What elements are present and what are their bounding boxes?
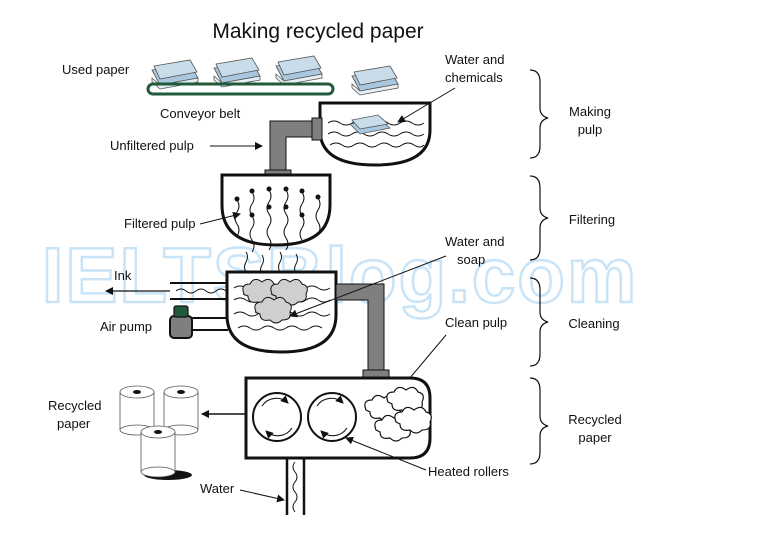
label-unfiltered-pulp: Unfiltered pulp [110,138,194,153]
paper-roll-3 [140,425,176,478]
brace-making-pulp [529,69,549,159]
used-paper-stacks [151,55,399,96]
label-water: Water [200,481,235,496]
label-ink: Ink [114,268,132,283]
diagram-title: Making recycled paper [212,20,423,43]
label-recycled-paper-line1: Recycled [48,398,101,413]
roller-2 [307,392,357,442]
roller-1 [252,392,302,442]
paper-stack-1 [151,59,199,90]
air-pump-valve [173,305,189,318]
stage-cleaning: Cleaning [568,316,619,331]
filter-beads [234,186,321,218]
stage-recycled-paper-line1: Recycled [568,412,621,427]
clean-pulp-pipe-base [362,369,390,378]
unfiltered-pulp-pipe [269,120,313,176]
brace-filtering [529,175,549,261]
label-water-and-soap-line1: Water and [445,234,505,249]
water-drain-wave [292,461,298,513]
water-drain [285,458,306,515]
label-water-and-chemicals-line2: chemicals [445,70,503,85]
arrow-water-and-soap [289,255,447,318]
stage-filtering: Filtering [569,212,615,227]
arrow-water [239,489,285,503]
label-heated-rollers: Heated rollers [428,464,509,479]
cleaning-pulp-clouds [242,278,308,324]
label-conveyor-belt: Conveyor belt [160,106,241,121]
ink-outlet-wave [175,288,227,294]
brace-cleaning [529,277,549,367]
label-water-and-soap-line2: soap [457,252,485,267]
label-water-and-chemicals-line1: Water and [445,52,505,67]
arrow-heated-rollers [345,436,427,471]
label-used-paper: Used paper [62,62,130,77]
arrow-filtered-pulp [199,211,241,225]
label-filtered-pulp: Filtered pulp [124,216,196,231]
pulp-tank-paper [349,114,391,135]
stage-recycled-paper-line2: paper [578,430,612,445]
conveyor-belt [146,82,335,96]
paper-roll-1 [119,385,155,436]
label-air-pump: Air pump [100,319,152,334]
clean-pulp-clouds [364,386,432,442]
clean-pulp-pipe [335,283,385,375]
brace-recycled-paper [529,377,549,465]
paper-stack-3 [275,55,323,86]
watermark: IELTSBlog.com [42,231,639,319]
roller-rotation-arrows [261,395,348,439]
stage-making-pulp-line2: pulp [578,122,603,137]
paper-stack-4 [351,65,399,96]
pulp-tank-outlet [311,117,323,141]
paper-stack-2 [213,57,261,88]
air-pump [169,315,193,339]
stage-braces [529,69,549,465]
label-recycled-paper-line2: paper [57,416,91,431]
heated-rollers [252,392,357,442]
stage-making-pulp-line1: Making [569,104,611,119]
arrow-water-and-chemicals [397,87,456,123]
label-clean-pulp: Clean pulp [445,315,507,330]
